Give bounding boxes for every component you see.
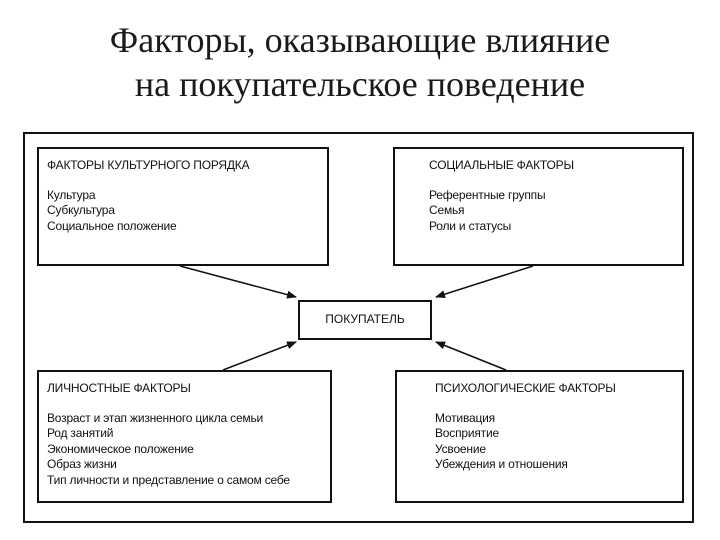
social-factors-header: СОЦИАЛЬНЫЕ ФАКТОРЫ bbox=[429, 158, 574, 172]
personal-factors-header: ЛИЧНОСТНЫЕ ФАКТОРЫ bbox=[47, 381, 191, 395]
psychological-factor-item: Мотивация bbox=[435, 410, 495, 425]
personal-factor-item: Возраст и этап жизненного цикла семьи bbox=[47, 410, 264, 425]
personal-factor-item: Тип личности и представление о самом себ… bbox=[47, 472, 290, 487]
cultural-factors-header: ФАКТОРЫ КУЛЬТУРНОГО ПОРЯДКА bbox=[47, 158, 250, 172]
personal-factors-box: ЛИЧНОСТНЫЕ ФАКТОРЫ Возраст и этап жизнен… bbox=[37, 370, 332, 503]
social-factor-item: Референтные группы bbox=[429, 187, 546, 202]
cultural-factor-item: Культура bbox=[47, 187, 96, 202]
psychological-factor-item: Убеждения и отношения bbox=[435, 457, 568, 471]
buyer-label: ПОКУПАТЕЛЬ bbox=[325, 312, 405, 327]
psychological-factors-box: ПСИХОЛОГИЧЕСКИЕ ФАКТОРЫ Мотивация Воспри… bbox=[395, 370, 684, 503]
cultural-factor-item: Социальное положение bbox=[47, 218, 177, 233]
cultural-factor-item: Субкультура bbox=[47, 203, 115, 217]
personal-factor-item: Экономическое положение bbox=[47, 441, 194, 456]
title-line-1: Факторы, оказывающие влияние bbox=[109, 20, 611, 60]
psychological-factor-item: Усвоение bbox=[435, 441, 486, 456]
cultural-factors-box: ФАКТОРЫ КУЛЬТУРНОГО ПОРЯДКА Культура Суб… bbox=[37, 147, 329, 266]
buyer-box: ПОКУПАТЕЛЬ bbox=[298, 300, 432, 340]
social-factor-item: Семья bbox=[429, 203, 465, 217]
social-factors-box: СОЦИАЛЬНЫЕ ФАКТОРЫ Референтные группы Се… bbox=[393, 147, 684, 266]
diagram-frame bbox=[23, 132, 694, 523]
psychological-factors-header: ПСИХОЛОГИЧЕСКИЕ ФАКТОРЫ bbox=[435, 381, 616, 395]
psychological-factor-item: Восприятие bbox=[435, 426, 499, 440]
personal-factor-item: Образ жизни bbox=[47, 457, 117, 471]
slide-title: Факторы, оказывающие влияние на покупате… bbox=[0, 18, 720, 106]
social-factor-item: Роли и статусы bbox=[429, 218, 512, 233]
personal-factor-item: Род занятий bbox=[47, 426, 114, 440]
title-line-2: на покупательское поведение bbox=[134, 64, 586, 104]
